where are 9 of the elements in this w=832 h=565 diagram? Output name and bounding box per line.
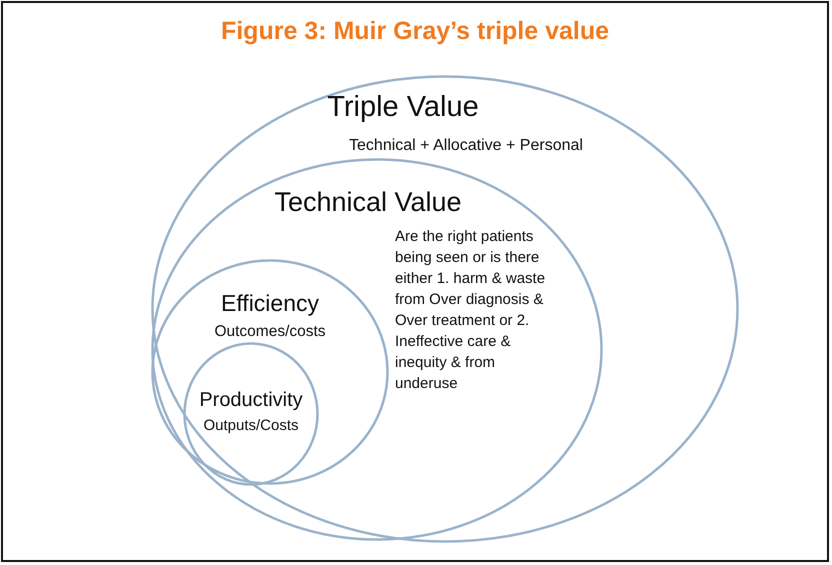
technical-value-description: Are the right patients being seen or is there either 1. harm & waste from Over diagnosis & Over treatment or 2. Ineffective care & inequity & from underuse — [395, 227, 546, 394]
figure-title: Figure 3: Muir Gray’s triple value — [220, 17, 610, 46]
technical-value-heading: Technical Value — [273, 186, 463, 219]
triple-value-heading: Triple Value — [326, 90, 480, 125]
efficiency-heading: Efficiency — [220, 289, 320, 318]
efficiency-formula: Outcomes/costs — [213, 322, 327, 342]
productivity-formula: Outputs/Costs — [202, 416, 300, 436]
triple-value-subtitle: Technical + Allocative + Personal — [348, 136, 584, 156]
productivity-heading: Productivity — [198, 388, 304, 413]
